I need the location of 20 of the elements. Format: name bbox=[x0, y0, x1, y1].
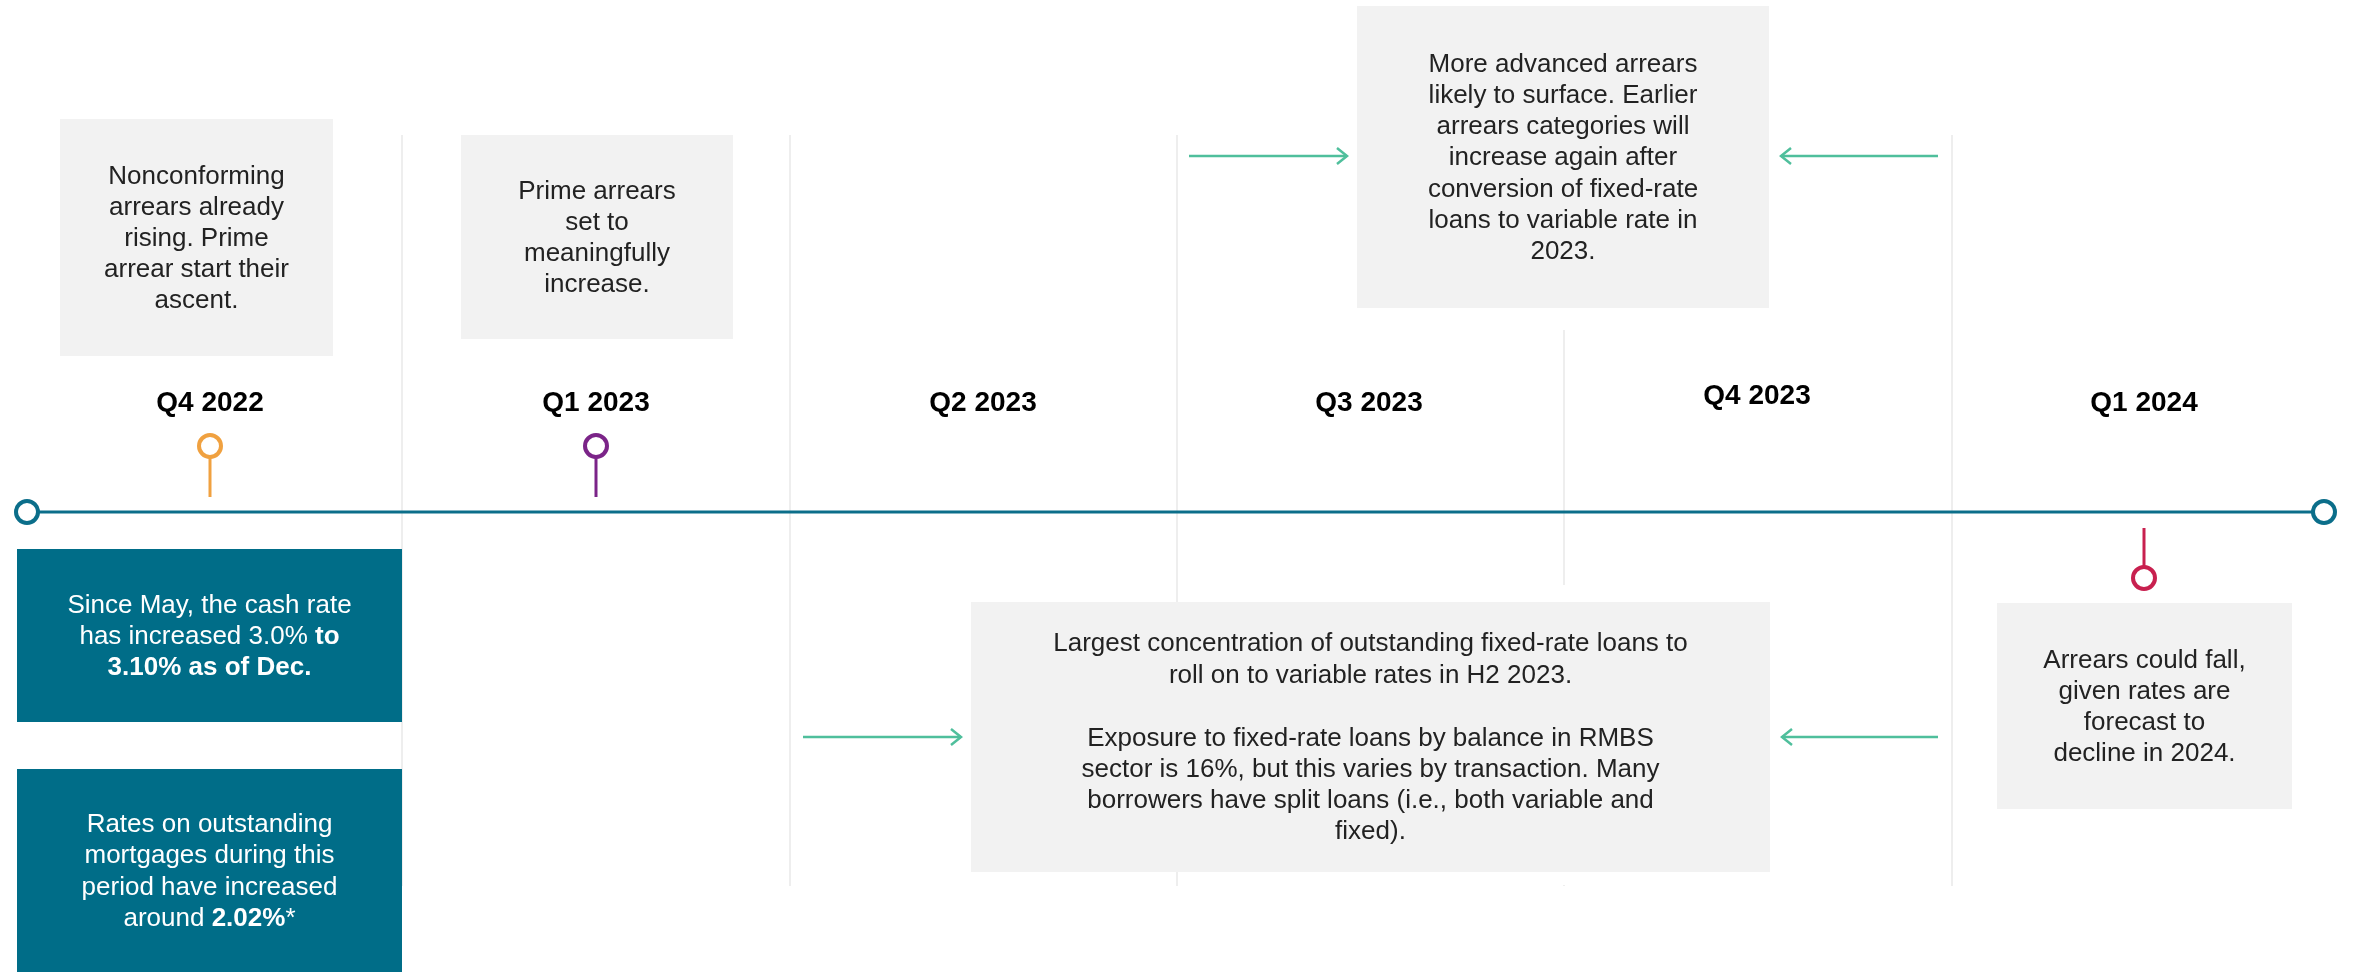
highlight-box bbox=[17, 769, 402, 972]
quarter-label: Q1 2023 bbox=[542, 388, 650, 416]
note-text: Rates on outstanding mortgages during this period have increased around 2.02%* bbox=[80, 808, 339, 933]
note-text: Nonconforming arrears already rising. Prime arrear start their ascent. bbox=[103, 159, 290, 316]
quarter-label: Q4 2023 bbox=[1703, 381, 1811, 409]
quarter-label: Q1 2024 bbox=[2090, 388, 2198, 416]
note-text: Exposure to fixed-rate loans by balance in RMBS sector is 16%, but this varies by transaction. Many borrowers have split loans (i.e., both variable and fixed). bbox=[1080, 721, 1661, 847]
quarter-label: Q3 2023 bbox=[1315, 388, 1423, 416]
note-text: Arrears could fall, given rates are forecast to decline in 2024. bbox=[2042, 643, 2247, 769]
quarter-label: Q2 2023 bbox=[929, 388, 1037, 416]
arrow bbox=[1780, 727, 1938, 747]
note-text: More advanced arrears likely to surface. Earlier arrears categories will increase again after conversion of fixed-rate loans to variable rate in 2023. bbox=[1426, 47, 1700, 267]
arrow bbox=[803, 727, 963, 747]
highlight-box bbox=[17, 549, 402, 722]
note-text: Since May, the cash rate has increased 3.0% to 3.10% as of Dec. bbox=[66, 588, 353, 683]
arrow bbox=[1779, 146, 1938, 166]
note-text: Prime arrears set to meaningfully increase. bbox=[517, 174, 677, 300]
note-text: Largest concentration of outstanding fixed-rate loans to roll on to variable rates in H2 2023. bbox=[1052, 627, 1689, 690]
quarter-label: Q4 2022 bbox=[156, 388, 264, 416]
arrow bbox=[1189, 146, 1349, 166]
